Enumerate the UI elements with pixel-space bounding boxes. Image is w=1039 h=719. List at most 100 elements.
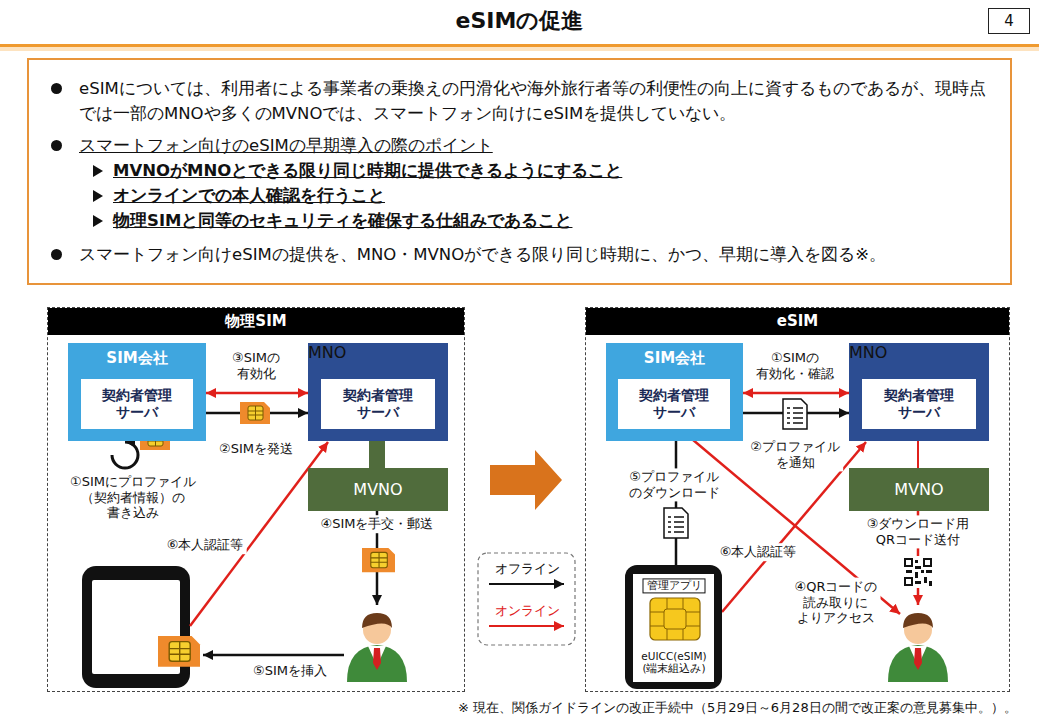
app-label: 管理アプリ	[643, 578, 706, 593]
arrow-marker	[93, 165, 103, 177]
panel-label: 物理SIM	[48, 308, 464, 335]
sim-on-shipping-arrow	[240, 402, 270, 424]
arrow-marker	[93, 215, 103, 227]
bullet-text: eSIMについては、利用者による事業者の乗換えの円滑化や海外旅行者等の利便性の向…	[79, 76, 990, 126]
mno-box: MNO 契約者管理 サーバ	[308, 343, 448, 441]
text-line: ②プロファイル	[750, 439, 840, 455]
text-line: （契約者情報）の	[70, 489, 196, 505]
legend-text: オフライン	[495, 560, 560, 578]
connector	[369, 441, 385, 468]
text-line: ③ダウンロード用	[867, 516, 970, 532]
text-line: サーバ	[102, 404, 172, 422]
server-box: 契約者管理 サーバ	[618, 379, 730, 429]
server-box: 契約者管理 サーバ	[321, 379, 435, 429]
panel-label: eSIM	[586, 308, 1009, 335]
text-line: 契約者管理	[639, 387, 709, 405]
insert-arrow	[203, 655, 344, 656]
page-title: eSIMの促進	[0, 6, 1039, 36]
arrow-marker	[93, 190, 103, 202]
legend-text: オンライン	[495, 602, 560, 620]
text-line: サーバ	[884, 404, 954, 422]
legend-frame	[478, 553, 575, 645]
text-line: 契約者管理	[102, 387, 172, 405]
server-label: 契約者管理 サーバ	[884, 387, 954, 422]
sim-company-box: SIM会社契約者管理 サーバ	[68, 343, 206, 441]
text-line: 契約者管理	[884, 387, 954, 405]
text-line: 有効化	[232, 366, 280, 382]
bullet-text: スマートフォン向けeSIMの提供を、MNO・MVNOができる限り同じ時期に、かつ…	[79, 242, 990, 267]
text-line: 契約者管理	[343, 387, 413, 405]
profile-notice-doc	[783, 399, 807, 429]
step-note: ③ダウンロード用 QRコード送付	[864, 515, 973, 548]
bullet-row: eSIMについては、利用者による事業者の乗換えの円滑化や海外旅行者等の利便性の向…	[43, 76, 990, 126]
mvno-box: MVNO	[849, 468, 989, 511]
page-number-box: 4	[988, 8, 1030, 34]
text-line: よりアクセス	[795, 610, 878, 626]
text-line: ④QRコードの	[795, 579, 878, 595]
step-note: ⑥本人認証等	[717, 543, 800, 561]
bullet-dot	[51, 140, 62, 151]
server-box: 契約者管理 サーバ	[81, 379, 193, 429]
company-label: SIM会社	[68, 349, 206, 368]
step-note: ④QRコードの 読み取りに よりアクセス	[792, 578, 881, 627]
page-label: 4	[1004, 12, 1014, 30]
mno-box: MNO 契約者管理 サーバ	[849, 343, 989, 441]
text-line: サーバ	[343, 404, 413, 422]
edge-label: ②SIMを発送	[216, 440, 296, 458]
connector	[743, 392, 849, 395]
bullet-row: 物理SIMと同等のセキュリティを確保する仕組みであること	[43, 208, 990, 233]
transition-arrow	[490, 450, 562, 510]
bullet-row: スマートフォン向けeSIMの提供を、MNO・MVNOができる限り同じ時期に、かつ…	[43, 242, 990, 267]
bullet-text: 物理SIMと同等のセキュリティを確保する仕組みであること	[113, 208, 990, 233]
server-label: 契約者管理 サーバ	[343, 387, 413, 422]
bullet-text: スマートフォン向けのeSIMの早期導入の際のポイント	[79, 133, 990, 158]
company-label: SIM会社	[606, 349, 743, 368]
footnote: ※ 現在、関係ガイドラインの改正手続中（5月29日～6月28日の間で改正案の意見…	[458, 699, 1017, 717]
server-label: 契約者管理 サーバ	[102, 387, 172, 422]
text-line: 読み取りに	[795, 594, 878, 610]
text-line: eUICC(eSIM)	[641, 650, 706, 662]
step-note: ⑤SIMを挿入	[250, 662, 330, 680]
text-line: ①SIMにプロファイル	[70, 474, 196, 490]
mno-label: MNO	[308, 343, 448, 362]
text-line: ⑤プロファイル	[629, 469, 720, 485]
chip-label: eUICC(eSIM) (端末組込み)	[640, 650, 707, 674]
step-note: ⑤プロファイル のダウンロード	[626, 468, 723, 501]
mno-label: MNO	[849, 343, 989, 362]
mvno-box: MVNO	[308, 468, 448, 511]
customer	[888, 613, 948, 682]
edge-label: ①SIMの 有効化・確認	[753, 349, 837, 382]
bullet-dot	[51, 249, 62, 260]
bullet-text: オンラインでの本人確認を行うこと	[113, 183, 990, 208]
text-line: ①SIMの	[756, 350, 834, 366]
mvno-label: MVNO	[894, 480, 943, 499]
phone	[82, 566, 200, 688]
text-line: サーバ	[639, 404, 709, 422]
bullet-row: MVNOがMNOとできる限り同じ時期に提供できるようにすること	[43, 158, 990, 183]
edge-label: ③SIMの 有効化	[229, 349, 283, 382]
bullet-dot	[51, 83, 62, 94]
connector	[917, 441, 919, 468]
bullet-row: スマートフォン向けのeSIMの早期導入の際のポイント	[43, 133, 990, 158]
text-line: 有効化・確認	[756, 366, 834, 382]
text-line: ③SIMの	[232, 350, 280, 366]
customer	[347, 613, 407, 682]
text-line: QRコード送付	[867, 532, 970, 548]
bullet-row: オンラインでの本人確認を行うこと	[43, 183, 990, 208]
step-note: ⑥本人認証等	[164, 536, 247, 554]
step-note: ④SIMを手交・郵送	[318, 515, 437, 533]
server-box: 契約者管理 サーバ	[862, 379, 976, 429]
mvno-label: MVNO	[353, 480, 402, 499]
sim-company-box: SIM会社契約者管理 サーバ	[606, 343, 743, 441]
esim-phone	[625, 565, 722, 689]
text-line: を通知	[750, 455, 840, 471]
connector	[206, 392, 308, 395]
edge-label: ②プロファイル を通知	[747, 438, 843, 471]
server-label: 契約者管理 サーバ	[639, 387, 709, 422]
bullet-text: MVNOがMNOとできる限り同じ時期に提供できるようにすること	[113, 158, 990, 183]
summary-box: eSIMについては、利用者による事業者の乗換えの円滑化や海外旅行者等の利便性の向…	[27, 58, 1012, 285]
text-line: 書き込み	[70, 505, 196, 521]
text-line: のダウンロード	[629, 485, 720, 501]
header-rule	[0, 44, 1039, 51]
